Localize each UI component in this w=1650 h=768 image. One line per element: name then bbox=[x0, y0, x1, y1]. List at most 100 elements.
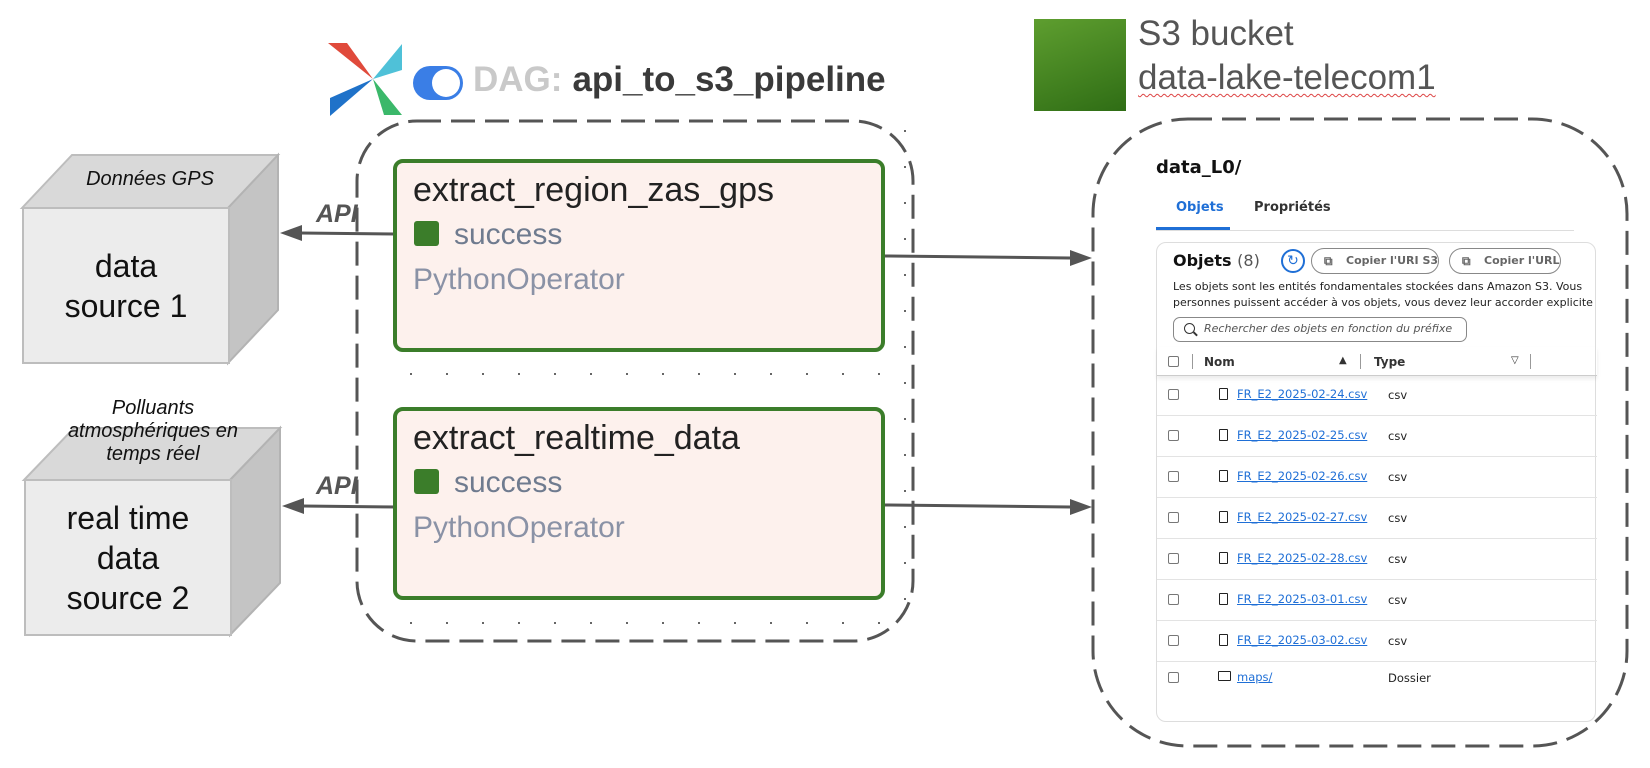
task-status: success bbox=[454, 466, 563, 499]
object-type: csv bbox=[1388, 429, 1408, 443]
objects-title: Objets (8) bbox=[1173, 251, 1260, 270]
data-source-1-label: Données GPS bbox=[86, 168, 214, 190]
object-type: Dossier bbox=[1388, 671, 1431, 685]
dag-name: api_to_s3_pipeline bbox=[572, 60, 886, 99]
column-header-name[interactable]: Nom bbox=[1204, 355, 1235, 369]
file-icon bbox=[1219, 429, 1228, 441]
data-source-2-name: real time data source 2 bbox=[66, 499, 190, 616]
object-name-link[interactable]: FR_E2_2025-02-26.csv bbox=[1237, 469, 1368, 483]
row-checkbox[interactable] bbox=[1168, 512, 1179, 523]
table-row[interactable]: maps/Dossier bbox=[1157, 662, 1597, 696]
copy-uri-label: Copier l'URI S3 bbox=[1346, 254, 1439, 267]
tab-objets[interactable]: Objets bbox=[1176, 200, 1224, 215]
row-checkbox[interactable] bbox=[1168, 635, 1179, 646]
prefix-name: data_L0/ bbox=[1156, 157, 1242, 178]
api-label-1: API bbox=[316, 200, 358, 228]
api-arrow-2 bbox=[301, 504, 399, 509]
file-icon bbox=[1219, 593, 1228, 605]
s3-title-line1: S3 bucket bbox=[1138, 14, 1294, 53]
table-row[interactable]: FR_E2_2025-02-28.csv csv bbox=[1157, 539, 1597, 580]
objects-title-text: Objets bbox=[1173, 251, 1232, 270]
s3-logo bbox=[1034, 19, 1126, 111]
tab-proprietes[interactable]: Propriétés bbox=[1254, 200, 1331, 215]
object-name-link[interactable]: FR_E2_2025-03-01.csv bbox=[1237, 592, 1368, 606]
dag-title: DAG:api_to_s3_pipeline bbox=[473, 60, 886, 100]
row-checkbox[interactable] bbox=[1168, 553, 1179, 564]
dag-toggle[interactable] bbox=[413, 66, 463, 100]
task-extract-region-zas-gps[interactable]: extract_region_zas_gps success PythonOpe… bbox=[393, 159, 885, 352]
api-label-2: API bbox=[316, 472, 358, 500]
table-row[interactable]: FR_E2_2025-02-27.csv csv bbox=[1157, 498, 1597, 539]
search-icon bbox=[1184, 323, 1195, 334]
s3-bucket-name: data-lake-telecom1 bbox=[1138, 58, 1436, 97]
refresh-button[interactable]: ↻ bbox=[1281, 249, 1305, 273]
file-icon bbox=[1219, 470, 1228, 482]
data-source-2: real time data source 2 bbox=[24, 479, 232, 636]
description-line-1: Les objets sont les entités fondamentale… bbox=[1173, 280, 1583, 293]
file-icon bbox=[1219, 634, 1228, 646]
column-separator bbox=[1530, 354, 1531, 369]
object-type: csv bbox=[1388, 593, 1408, 607]
task-name: extract_region_zas_gps bbox=[413, 171, 775, 209]
table-row[interactable]: FR_E2_2025-02-26.csv csv bbox=[1157, 457, 1597, 498]
task-extract-realtime-data[interactable]: extract_realtime_data success PythonOper… bbox=[393, 407, 885, 600]
data-source-1: data source 1 bbox=[22, 207, 230, 364]
object-name-link[interactable]: FR_E2_2025-02-27.csv bbox=[1237, 510, 1368, 524]
sort-descending-icon[interactable]: ▽ bbox=[1511, 355, 1519, 366]
s3-arrow-2-head bbox=[1070, 499, 1092, 515]
api-arrow-1 bbox=[299, 231, 396, 236]
file-icon bbox=[1219, 511, 1228, 523]
folder-icon bbox=[1218, 671, 1231, 681]
copy-icon: ⧉ bbox=[1324, 254, 1333, 268]
object-type: csv bbox=[1388, 470, 1408, 484]
success-status-icon bbox=[414, 221, 439, 246]
row-checkbox[interactable] bbox=[1168, 672, 1179, 683]
dag-prefix: DAG: bbox=[473, 60, 563, 99]
sort-ascending-icon[interactable]: ▲ bbox=[1339, 355, 1347, 366]
task-name: extract_realtime_data bbox=[413, 419, 740, 457]
column-separator bbox=[1360, 354, 1361, 369]
s3-arrow-2 bbox=[884, 503, 1071, 509]
object-type: csv bbox=[1388, 552, 1408, 566]
table-row[interactable]: FR_E2_2025-03-01.csv csv bbox=[1157, 580, 1597, 621]
row-checkbox[interactable] bbox=[1168, 389, 1179, 400]
data-source-2-label: Polluants atmosphériques en temps réel bbox=[67, 397, 239, 465]
toggle-knob bbox=[432, 69, 460, 97]
table-header: Nom ▲ Type ▽ bbox=[1157, 347, 1597, 376]
data-source-1-name: data source 1 bbox=[64, 247, 188, 324]
object-name-link[interactable]: FR_E2_2025-02-28.csv bbox=[1237, 551, 1368, 565]
active-tab-indicator bbox=[1156, 227, 1230, 230]
object-type: csv bbox=[1388, 511, 1408, 525]
file-icon bbox=[1219, 552, 1228, 564]
copy-url-label: Copier l'URL bbox=[1484, 254, 1560, 267]
copy-uri-button[interactable]: ⧉ Copier l'URI S3 bbox=[1311, 248, 1440, 274]
column-header-type[interactable]: Type bbox=[1374, 355, 1406, 369]
airflow-logo-icon bbox=[328, 43, 402, 116]
select-all-checkbox[interactable] bbox=[1168, 356, 1179, 367]
s3-arrow-1 bbox=[884, 254, 1071, 260]
object-name-link[interactable]: FR_E2_2025-02-24.csv bbox=[1237, 387, 1368, 401]
objects-count: (8) bbox=[1237, 251, 1260, 270]
file-icon bbox=[1219, 388, 1228, 400]
row-checkbox[interactable] bbox=[1168, 471, 1179, 482]
search-input[interactable]: Rechercher des objets en fonction du pré… bbox=[1173, 317, 1467, 342]
search-placeholder: Rechercher des objets en fonction du pré… bbox=[1204, 322, 1453, 335]
s3-title: S3 bucket data-lake-telecom1 bbox=[1138, 12, 1436, 100]
row-checkbox[interactable] bbox=[1168, 594, 1179, 605]
api-arrow-2-head bbox=[282, 498, 304, 514]
task-operator: PythonOperator bbox=[413, 263, 625, 296]
objects-card: Objets (8) ↻ ⧉ Copier l'URI S3 ⧉Copier l'… bbox=[1156, 242, 1597, 722]
object-name-link[interactable]: maps/ bbox=[1237, 670, 1273, 684]
task-status: success bbox=[454, 218, 563, 251]
object-name-link[interactable]: FR_E2_2025-03-02.csv bbox=[1237, 633, 1368, 647]
row-checkbox[interactable] bbox=[1168, 430, 1179, 441]
s3-arrow-1-head bbox=[1070, 250, 1092, 266]
copy-url-button[interactable]: ⧉Copier l'URL bbox=[1449, 248, 1561, 274]
table-row[interactable]: FR_E2_2025-02-25.csv csv bbox=[1157, 416, 1597, 457]
objects-description: Les objets sont les entités fondamentale… bbox=[1173, 279, 1593, 311]
success-status-icon bbox=[414, 469, 439, 494]
object-name-link[interactable]: FR_E2_2025-02-25.csv bbox=[1237, 428, 1368, 442]
refresh-icon: ↻ bbox=[1287, 253, 1299, 269]
